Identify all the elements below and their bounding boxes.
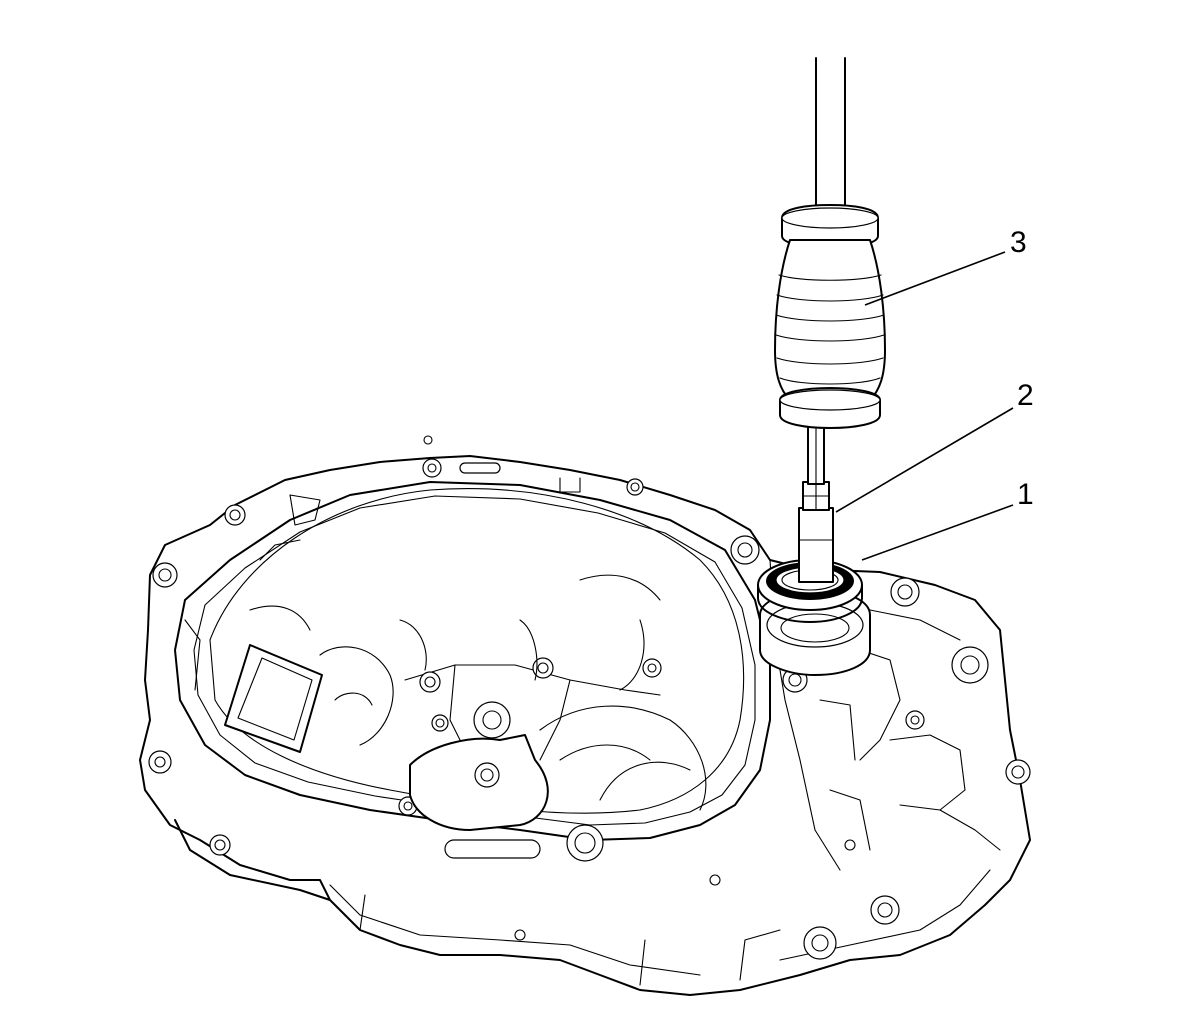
leader-lines (835, 251, 1014, 561)
callout-label-2: 2 (1017, 379, 1034, 412)
slide-hammer (774, 57, 886, 429)
callout-label-1: 1 (1017, 478, 1034, 511)
leader-line-1 (861, 504, 1014, 561)
leader-line-3 (864, 251, 1006, 306)
puller-adapter (798, 419, 834, 583)
callout-label-3: 3 (1010, 226, 1027, 259)
transmission-housing (139, 435, 1031, 996)
leader-line-2 (835, 407, 1014, 513)
flange-bolt-holes (148, 435, 1031, 960)
